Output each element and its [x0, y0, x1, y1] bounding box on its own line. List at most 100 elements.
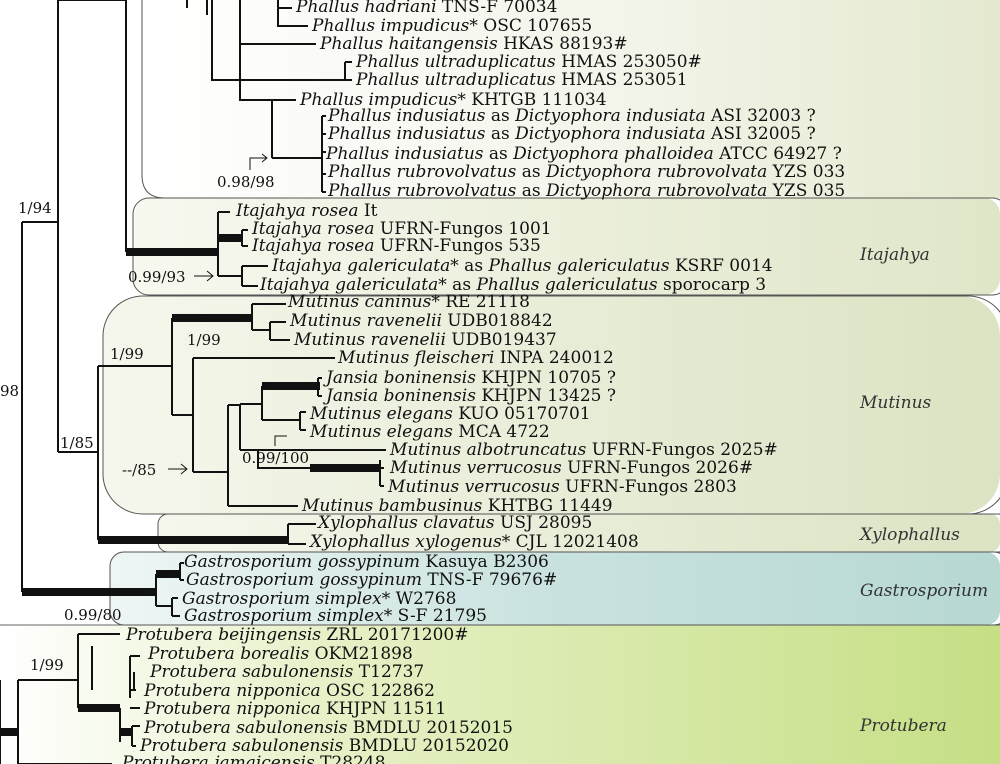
taxon-name: Jansia boninensis — [323, 368, 476, 388]
taxon-name: Gastrosporium simplex — [182, 589, 382, 609]
support-label: 98 — [0, 382, 19, 400]
taxon-label: Mutinus verrucosus UFRN-Fungos 2026# — [389, 458, 753, 478]
voucher-id: TNS-F 79676# — [422, 570, 557, 590]
protubera-band — [0, 625, 1000, 764]
taxon-label: Itajahya rosea It — [235, 201, 378, 221]
taxon-label: Phallus impudicus* KHTGB 111034 — [299, 90, 607, 110]
support-label: 0.99/93 — [128, 268, 186, 286]
taxon-label: Phallus haitangensis HKAS 88193# — [319, 34, 628, 54]
voucher-id: UDB019437 — [446, 330, 557, 350]
taxon-name: Mutinus verrucosus — [389, 458, 562, 478]
voucher-id: YZS 035 — [767, 181, 845, 201]
as-word: as — [459, 256, 489, 276]
question-mark: ? — [602, 368, 617, 388]
gastrosporium-band — [110, 552, 1000, 625]
voucher-id: HMAS 253050# — [556, 52, 702, 72]
as-word: as — [447, 275, 477, 295]
taxon-label: Xylophallus clavatus USJ 28095 — [316, 513, 592, 533]
taxon-name: Protubera borealis — [147, 644, 310, 664]
voucher-id: T28248 — [315, 753, 386, 764]
taxon-label: Mutinus bambusinus KHTBG 11449 — [301, 496, 613, 516]
type-marker: * — [457, 90, 466, 110]
voucher-id: ASI 32005 — [706, 124, 802, 144]
taxon-label: Gastrosporium simplex* W2768 — [182, 589, 456, 609]
voucher-id: OSC 107655 — [478, 16, 592, 36]
xylophallus-band — [158, 514, 1000, 552]
voucher-id: YZS 033 — [767, 162, 845, 182]
taxon-name: Phallus haitangensis — [319, 34, 498, 54]
taxon-name: Phallus ultraduplicatus — [355, 52, 556, 72]
taxon-name: Phallus rubrovolvatus — [327, 162, 517, 182]
voucher-id: S-F 21795 — [392, 606, 487, 626]
taxon-name: Xylophallus clavatus — [316, 513, 495, 533]
clade-name-xylophallus: Xylophallus — [858, 525, 960, 545]
taxon-label: Phallus impudicus* OSC 107655 — [311, 16, 592, 36]
synonym-name: Dictyophora phalloidea — [512, 144, 714, 164]
taxon-label: Xylophallus xylogenus* CJL 12021408 — [308, 532, 639, 552]
voucher-id: KHJPN 11511 — [321, 699, 447, 719]
synonym-name: Dictyophora rubrovolvata — [545, 181, 767, 201]
as-word: as — [486, 106, 516, 126]
arrow-pointer — [274, 435, 287, 446]
itajahya-band — [133, 198, 1000, 295]
voucher-id: BMDLU 20152020 — [343, 736, 509, 756]
taxon-label: Phallus rubrovolvatus as Dictyophora rub… — [327, 181, 845, 201]
phallus-band — [142, 0, 1000, 198]
mutinus-band — [103, 296, 1000, 514]
taxon-label: Mutinus caninus* RE 21118 — [287, 292, 530, 312]
taxon-label: Protubera sabulonensis BMDLU 20152020 — [139, 736, 509, 756]
support-label: 1/99 — [30, 656, 64, 674]
taxon-label: Protubera borealis OKM21898 — [147, 644, 413, 664]
question-mark: ? — [602, 386, 617, 406]
voucher-id: W2768 — [390, 589, 456, 609]
question-mark: ? — [827, 144, 842, 164]
voucher-id: INPA 240012 — [494, 348, 613, 368]
voucher-id: ASI 32003 — [706, 106, 802, 126]
taxon-name: Mutinus verrucosus — [387, 477, 560, 497]
taxon-name: Mutinus elegans — [309, 422, 453, 442]
synonym-name: Dictyophora rubrovolvata — [545, 162, 767, 182]
voucher-id: KSRF 0014 — [670, 256, 773, 276]
voucher-id: KHTGB 111034 — [466, 90, 607, 110]
support-labels: 0.98/98 1/94 0.99/93 1/99 1/99 98 1/85 0… — [0, 153, 309, 674]
voucher-id: HMAS 253051 — [556, 70, 688, 90]
taxon-label: Mutinus elegans KUO 05170701 — [309, 404, 591, 424]
taxon-name: Itajahya galericulata — [259, 275, 438, 295]
voucher-id: USJ 28095 — [495, 513, 593, 533]
voucher-id: ZRL 20171200# — [321, 625, 468, 645]
taxon-name: Phallus ultraduplicatus — [355, 70, 556, 90]
taxon-label: Protubera sabulonensis T12737 — [149, 662, 424, 682]
taxon-name: Jansia boninensis — [323, 386, 476, 406]
taxon-name: Mutinus bambusinus — [301, 496, 483, 516]
taxon-label: Protubera sabulonensis BMDLU 20152015 — [143, 718, 513, 738]
voucher-id: CJL 12021408 — [510, 532, 638, 552]
support-label: --/85 — [122, 461, 156, 479]
arrow-pointer — [249, 153, 268, 170]
tree-branches — [0, 0, 386, 764]
taxon-name: Protubera nipponica — [143, 681, 321, 701]
taxon-name: Mutinus elegans — [309, 404, 453, 424]
as-word: as — [516, 162, 546, 182]
taxon-label: Phallus indusiatus as Dictyophora indusi… — [327, 124, 816, 144]
question-mark: ? — [801, 106, 816, 126]
support-label: 0.98/98 — [217, 173, 275, 191]
taxon-name: Protubera nipponica — [143, 699, 321, 719]
taxon-label: Mutinus fleischeri INPA 240012 — [337, 348, 614, 368]
voucher-id: It — [358, 201, 377, 221]
taxon-label: Jansia boninensis KHJPN 10705 ? — [323, 368, 616, 388]
voucher-id: UFRN-Fungos 535 — [374, 236, 540, 256]
taxon-name: Protubera sabulonensis — [143, 718, 348, 738]
taxon-label: Gastrosporium gossypinum TNS-F 79676# — [186, 570, 557, 590]
taxon-name: Mutinus fleischeri — [337, 348, 494, 368]
taxon-name: Mutinus ravenelii — [289, 311, 442, 331]
voucher-id: sporocarp 3 — [658, 275, 767, 295]
taxon-name: Gastrosporium gossypinum — [186, 570, 422, 590]
voucher-id: KHTBG 11449 — [482, 496, 612, 516]
taxon-name: Phallus indusiatus — [327, 106, 486, 126]
support-label: 1/94 — [18, 199, 52, 217]
voucher-id: KUO 05170701 — [453, 404, 591, 424]
taxon-label: Phallus hadriani TNS-F 70034 — [295, 0, 557, 17]
taxon-label: Itajahya galericulata* as Phallus galeri… — [259, 275, 766, 295]
